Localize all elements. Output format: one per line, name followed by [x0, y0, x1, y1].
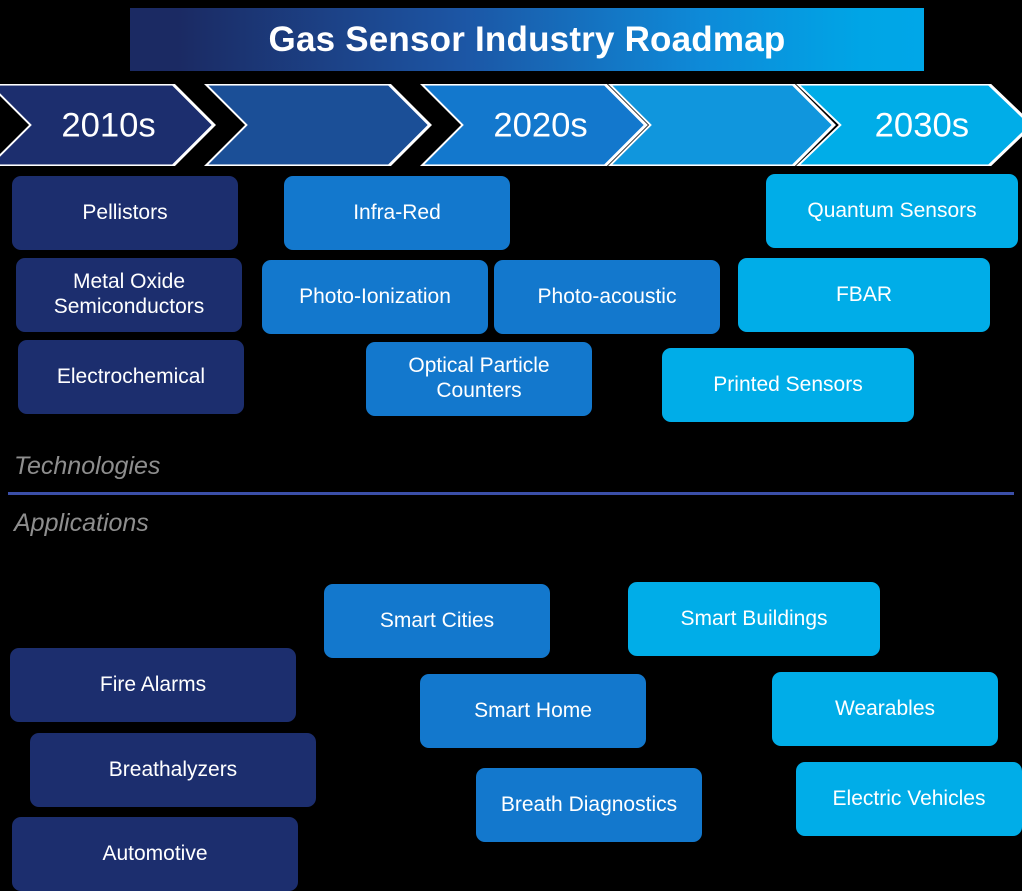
technology-box[interactable]: Optical Particle Counters	[366, 342, 592, 416]
application-box[interactable]: Fire Alarms	[10, 648, 296, 722]
technology-box-label: Infra-Red	[353, 200, 441, 224]
section-divider	[8, 492, 1014, 495]
technology-box-label: Electrochemical	[56, 364, 206, 388]
section-label-technologies: Technologies	[14, 452, 161, 480]
technology-box-label: FBAR	[835, 282, 892, 306]
technology-box-label: Metal Oxide Semiconductors	[53, 270, 205, 318]
application-box[interactable]: Electric Vehicles	[796, 762, 1022, 836]
technology-box[interactable]: Photo-acoustic	[494, 260, 720, 334]
chevron-fill: 2020s	[424, 85, 644, 165]
application-box-label: Electric Vehicles	[832, 786, 986, 810]
timeline-chevron-transition-1[interactable]	[204, 84, 432, 166]
timeline-chevron-2030s[interactable]: 2030s	[796, 84, 1022, 166]
technology-box-label: Printed Sensors	[713, 372, 863, 396]
technology-box-label: Photo-Ionization	[299, 284, 451, 308]
section-label-applications: Applications	[14, 509, 149, 537]
technology-box-label: Quantum Sensors	[807, 198, 977, 222]
chevron-fill	[208, 85, 428, 165]
application-box-label: Fire Alarms	[99, 672, 207, 696]
application-box[interactable]: Smart Cities	[324, 584, 550, 658]
technology-box-label: Photo-acoustic	[537, 284, 677, 308]
application-box[interactable]: Breath Diagnostics	[476, 768, 702, 842]
technology-box-label: Optical Particle Counters	[408, 354, 550, 402]
application-box-label: Smart Home	[474, 698, 592, 722]
roadmap-title-bar: Gas Sensor Industry Roadmap	[130, 8, 924, 71]
technology-box[interactable]: Quantum Sensors	[766, 174, 1018, 248]
timeline-chevron-2020s[interactable]: 2020s	[420, 84, 648, 166]
application-box[interactable]: Breathalyzers	[30, 733, 316, 807]
technology-box[interactable]: Photo-Ionization	[262, 260, 488, 334]
application-box-label: Smart Buildings	[680, 606, 828, 630]
chevron-fill: 2030s	[800, 85, 1022, 165]
application-box-label: Breathalyzers	[108, 757, 238, 781]
technology-box[interactable]: Metal Oxide Semiconductors	[16, 258, 242, 332]
application-box-label: Wearables	[835, 696, 935, 720]
timeline-chevron-transition-2[interactable]	[608, 84, 836, 166]
page-title: Gas Sensor Industry Roadmap	[268, 19, 786, 59]
technology-box[interactable]: Pellistors	[12, 176, 238, 250]
chevron-label: 2010s	[61, 104, 156, 145]
application-box[interactable]: Smart Buildings	[628, 582, 880, 656]
chevron-label: 2030s	[874, 104, 970, 145]
chevron-fill: 2010s	[0, 85, 212, 165]
technology-box[interactable]: Printed Sensors	[662, 348, 914, 422]
timeline-chevron-2010s[interactable]: 2010s	[0, 84, 216, 166]
application-box[interactable]: Smart Home	[420, 674, 646, 748]
timeline-chevron-band: 2010s 2020s 2030s	[0, 84, 1022, 166]
application-box-label: Breath Diagnostics	[500, 792, 678, 816]
application-box[interactable]: Automotive	[12, 817, 298, 891]
application-box-label: Automotive	[102, 841, 208, 865]
technology-box[interactable]: Infra-Red	[284, 176, 510, 250]
chevron-label: 2020s	[493, 104, 588, 145]
technology-box[interactable]: Electrochemical	[18, 340, 244, 414]
application-box-label: Smart Cities	[379, 608, 495, 632]
technology-box-label: Pellistors	[82, 200, 168, 224]
technology-box[interactable]: FBAR	[738, 258, 990, 332]
application-box[interactable]: Wearables	[772, 672, 998, 746]
